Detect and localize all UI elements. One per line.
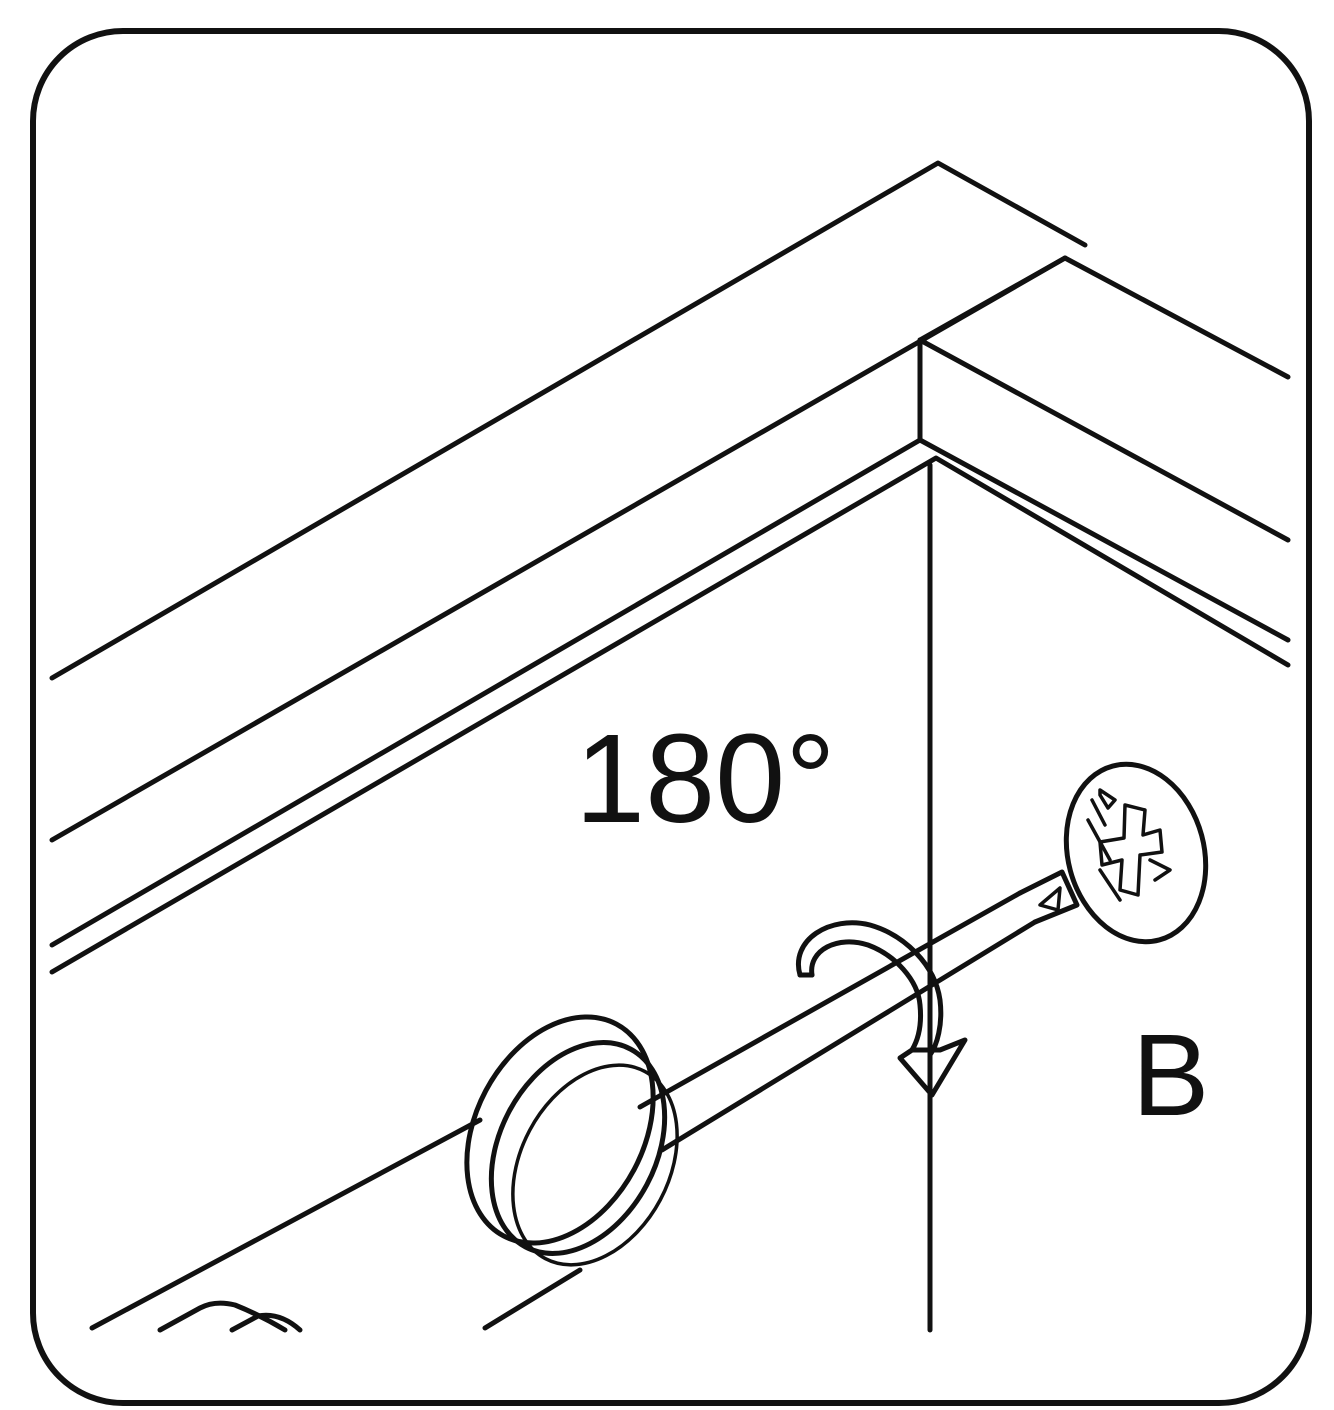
cabinet-top <box>49 160 1291 843</box>
frame-border <box>30 28 1312 1406</box>
rotation-label: 180° <box>575 708 836 849</box>
screwdriver-icon <box>89 869 1080 1333</box>
rotation-arrow-icon <box>796 920 968 1098</box>
cabinet-groove <box>49 437 1291 975</box>
part-label: B <box>1132 1010 1209 1140</box>
cam-lock-icon <box>1063 761 1209 945</box>
